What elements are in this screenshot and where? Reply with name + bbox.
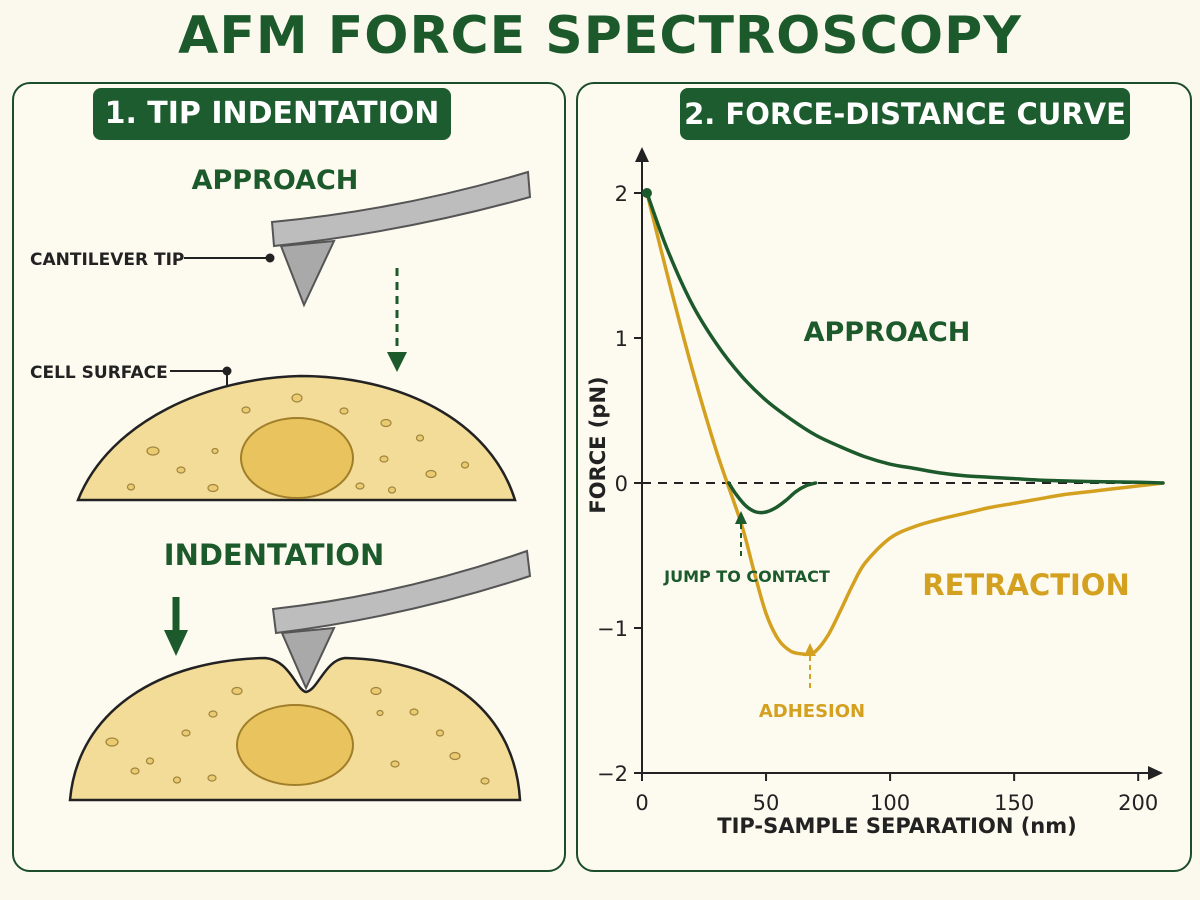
x-tick-label: 0 [635,791,648,815]
page-title: AFM FORCE SPECTROSCOPY [178,6,1022,66]
x-tick-label: 150 [994,791,1034,815]
contact-start-point [641,188,652,198]
indentation-arrow-head [164,630,188,656]
cell-indented [68,656,522,802]
approach-arrow-head [387,352,407,372]
indentation-step-label: INDENTATION [164,538,384,572]
jump-to-contact-pointer-head [735,511,747,524]
x-tick-label: 100 [870,791,910,815]
approach-curve-label: APPROACH [804,317,971,348]
tip-indentation-heading: 1. TIP INDENTATION [93,88,451,140]
x-tick-label: 200 [1118,791,1158,815]
x-axis-arrow [1148,766,1163,780]
jump-to-contact-curve [727,481,818,515]
y-tick-label: −2 [597,762,628,786]
y-axis-arrow [635,147,649,162]
retraction-curve-label: RETRACTION [922,568,1129,602]
y-tick-label: −1 [597,617,628,641]
force-distance-panel [576,82,1192,872]
force-distance-heading: 2. FORCE-DISTANCE CURVE [680,88,1130,140]
approach-curve [645,191,1165,485]
adhesion-pointer-head [804,643,816,656]
x-axis-label: TIP-SAMPLE SEPARATION (nm) [717,814,1076,838]
approach-step-label: APPROACH [192,165,359,196]
y-axis-label: FORCE (pN) [586,376,610,513]
adhesion-label: ADHESION [759,701,865,722]
y-tick-label: 2 [615,182,628,206]
x-tick-label: 50 [753,791,780,815]
cell-surface-label: CELL SURFACE [30,363,168,383]
y-tick-label: 0 [615,472,628,496]
cantilever-indenting [271,549,532,691]
cell-before-indentation [76,374,517,502]
jump-to-contact-label: JUMP TO CONTACT [663,567,830,586]
cantilever-tip-label: CANTILEVER TIP [30,250,184,270]
cantilever-approach [270,170,532,308]
y-tick-label: 1 [615,327,628,351]
